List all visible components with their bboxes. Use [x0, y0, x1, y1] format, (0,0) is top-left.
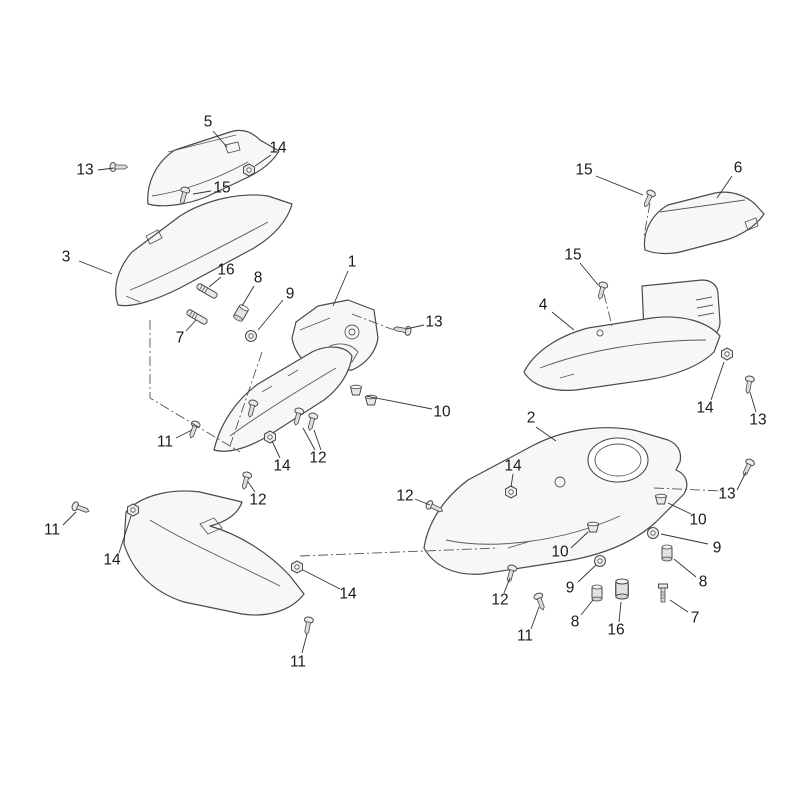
screw-12-icon [304, 411, 319, 432]
callout-16: 16 [607, 621, 625, 639]
callout-1: 1 [347, 253, 357, 271]
callout-10: 10 [689, 511, 707, 529]
callout-13: 13 [718, 485, 736, 503]
screw-15-icon [640, 188, 657, 210]
callout-10: 10 [551, 543, 569, 561]
bushing-8-icon [661, 544, 673, 562]
nut-14-icon [264, 430, 276, 444]
screw-12-icon [238, 470, 253, 491]
callout-9: 9 [565, 579, 575, 597]
callout-14: 14 [273, 457, 291, 475]
part-5-upper-left-cowl [147, 129, 280, 207]
stud-7-icon [185, 308, 209, 326]
lower-left-panel [123, 490, 305, 616]
part-6-upper-right-cowl [643, 191, 765, 255]
callout-11: 11 [516, 627, 534, 645]
washer-9-icon [594, 555, 606, 567]
nut-14-icon [243, 163, 255, 177]
screw-11-icon [301, 615, 315, 636]
callout-12: 12 [249, 491, 267, 509]
callout-14: 14 [103, 551, 121, 569]
part-2-right-lower-assembly [423, 427, 688, 575]
callout-4: 4 [538, 296, 548, 314]
bushing-16-icon [615, 578, 629, 600]
callout-16: 16 [217, 261, 235, 279]
callout-6: 6 [733, 159, 743, 177]
bushing-8-icon [591, 584, 603, 602]
callout-8: 8 [570, 613, 580, 631]
stud-16-icon [195, 282, 219, 300]
callout-7: 7 [175, 329, 185, 347]
callout-9: 9 [712, 539, 722, 557]
callout-13: 13 [425, 313, 443, 331]
callout-7: 7 [690, 609, 700, 627]
washer-9-icon [647, 527, 659, 539]
nut-14-icon [721, 347, 733, 361]
screw-11-icon [70, 500, 91, 516]
screw-13-icon [392, 323, 413, 337]
callout-3: 3 [61, 248, 71, 266]
callout-8: 8 [253, 269, 263, 287]
screw-11-icon [532, 591, 548, 612]
callout-15: 15 [213, 179, 231, 197]
bolt-7-icon [658, 583, 668, 603]
spacer-10-icon [350, 384, 362, 396]
spacer-10-icon [587, 521, 599, 533]
screw-11-icon [186, 419, 202, 440]
screw-13-icon [109, 162, 128, 172]
nut-14-icon [127, 503, 139, 517]
part-1-inner-panel [213, 346, 353, 452]
callout-11: 11 [156, 433, 174, 451]
screw-13-icon [739, 457, 756, 479]
leader-lines [62, 130, 757, 654]
nut-14-icon [291, 560, 303, 574]
callout-13: 13 [749, 411, 767, 429]
callout-11: 11 [289, 653, 307, 671]
spacer-10-icon [655, 493, 667, 505]
nut-14-icon [505, 485, 517, 499]
callout-12: 12 [491, 591, 509, 609]
bushing-8-icon [232, 303, 250, 323]
callout-14: 14 [504, 457, 522, 475]
callout-10: 10 [433, 403, 451, 421]
part-3-left-side-panel [115, 194, 293, 307]
callout-9: 9 [285, 285, 295, 303]
washer-9-icon [245, 330, 257, 342]
callout-8: 8 [698, 573, 708, 591]
callout-13: 13 [76, 161, 94, 179]
screw-13-icon [742, 374, 756, 395]
callout-14: 14 [696, 399, 714, 417]
callout-11: 11 [43, 521, 61, 539]
callout-5: 5 [203, 113, 213, 131]
callout-15: 15 [575, 161, 593, 179]
callout-12: 12 [309, 449, 327, 467]
construction-lines [149, 202, 723, 557]
callout-12: 12 [396, 487, 414, 505]
callout-2: 2 [526, 409, 536, 427]
callout-15: 15 [564, 246, 582, 264]
callout-14: 14 [339, 585, 357, 603]
part-4-right-panel [523, 316, 721, 391]
callout-14: 14 [269, 139, 287, 157]
